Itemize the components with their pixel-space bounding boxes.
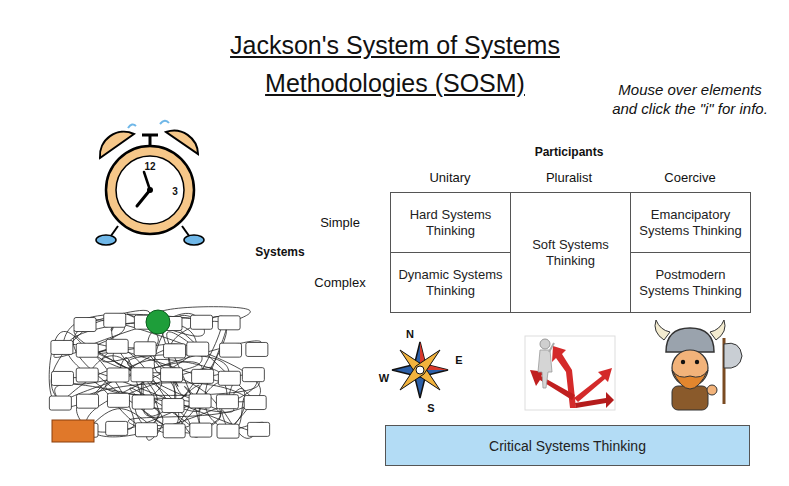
methodology-cell: Soft Systems Thinking [510, 192, 631, 313]
network-box [220, 343, 242, 357]
compass-letter: S [427, 399, 434, 418]
axis-title: Systems [255, 243, 304, 262]
column-header: Pluralist [546, 168, 592, 187]
network-box [74, 318, 96, 332]
network-box [246, 342, 268, 356]
crossroads-figure [525, 336, 615, 410]
compass-letter: N [406, 325, 414, 344]
methodology-cell: Postmodern Systems Thinking [630, 252, 751, 313]
node-text: Hard Systems Thinking [396, 207, 505, 239]
network-box [163, 424, 185, 438]
network-box [162, 399, 184, 413]
column-header: Unitary [429, 168, 470, 187]
network-box [132, 395, 154, 409]
compass-rose [392, 342, 448, 398]
network-box [218, 316, 240, 330]
row-header: Complex [314, 273, 365, 292]
network-box [76, 368, 98, 382]
network-line [62, 344, 134, 429]
network-box [248, 422, 270, 436]
network-box [218, 371, 240, 385]
network-box [164, 344, 186, 358]
network-box [216, 395, 238, 409]
node-text: Critical Systems Thinking [489, 438, 646, 454]
network-line [87, 409, 174, 433]
network-line [85, 320, 260, 403]
critical-band: Critical Systems Thinking [385, 425, 750, 466]
network-line [77, 383, 256, 430]
network-box [49, 396, 71, 410]
methodology-cell: Emancipatory Systems Thinking [630, 192, 751, 253]
network-box [107, 368, 129, 382]
network-box [242, 368, 264, 382]
network-line [193, 321, 226, 403]
network-green-dot [146, 310, 170, 334]
alarm-clock [96, 121, 204, 245]
network-box [187, 342, 209, 356]
network-box [189, 394, 211, 408]
network-box [134, 342, 156, 356]
clock-numeral: 3 [172, 182, 178, 201]
network-box [217, 424, 239, 438]
network-box [51, 371, 73, 385]
network-box [161, 368, 183, 382]
network-line [55, 384, 234, 412]
tangled-network [49, 307, 269, 442]
network-box [107, 393, 129, 407]
network-line [62, 362, 202, 384]
node-text: Postmodern Systems Thinking [636, 267, 745, 299]
compass-letter: E [455, 351, 462, 370]
node-text: Emancipatory Systems Thinking [636, 207, 745, 239]
row-header: Simple [320, 213, 360, 232]
network-box [77, 394, 99, 408]
network-box [191, 315, 213, 329]
network-box [190, 423, 212, 437]
page-title: Jackson's System of Systems Methodologie… [175, 26, 615, 102]
network-box [135, 423, 157, 437]
network-box [131, 368, 153, 382]
network-box [192, 369, 214, 383]
network-box [76, 343, 98, 357]
compass-letter: W [379, 369, 389, 388]
network-line [74, 325, 200, 401]
node-text: Soft Systems Thinking [516, 237, 625, 269]
methodology-cell: Dynamic Systems Thinking [390, 252, 511, 313]
axis-title: Participants [535, 143, 604, 162]
node-text: Dynamic Systems Thinking [396, 267, 505, 299]
network-box [244, 396, 266, 410]
network-orange-box [52, 420, 94, 442]
column-header: Coercive [664, 168, 715, 187]
network-box [106, 339, 128, 353]
info-note: Mouse over elements and click the "i" fo… [606, 80, 774, 118]
viking-figure [655, 320, 742, 410]
methodology-cell: Hard Systems Thinking [390, 192, 511, 253]
network-box [106, 421, 128, 435]
clock-numeral: 12 [144, 157, 155, 176]
network-box [104, 313, 126, 327]
network-line [86, 349, 198, 430]
network-box [51, 340, 73, 354]
